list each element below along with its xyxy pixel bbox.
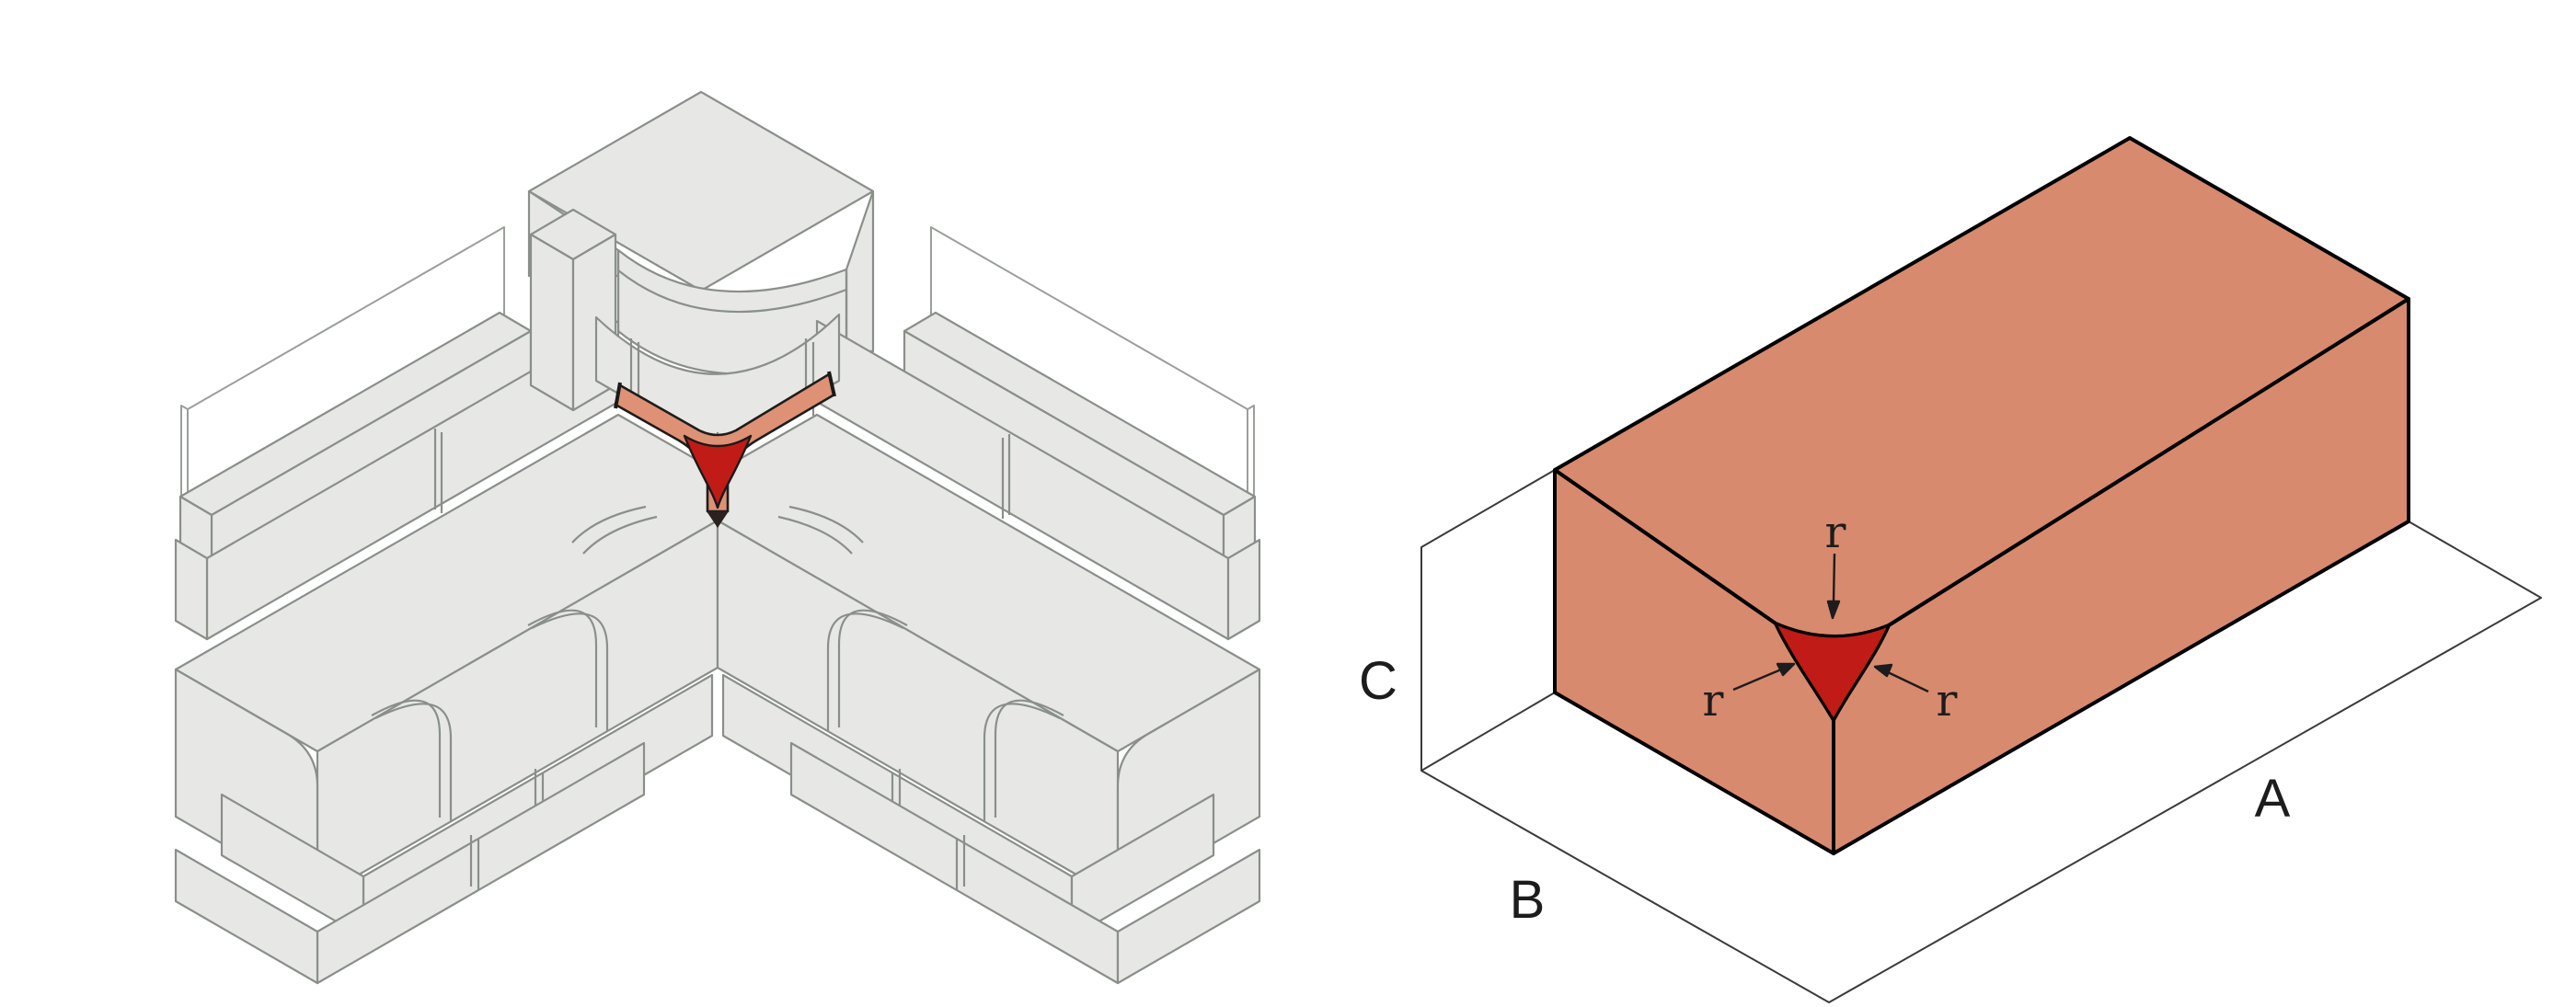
brick-body: [1553, 136, 2410, 855]
masonry-corner-illustration: [174, 90, 1261, 985]
right-wing-course-3: [789, 741, 1261, 985]
radius-label-top: r: [1825, 507, 1846, 558]
brick-corner-fillet-red: [1774, 622, 1891, 722]
dimension-wireframe: [1420, 469, 2542, 1003]
dim-label-b: B: [1510, 870, 1546, 930]
radius-label-left: r: [1703, 675, 1724, 727]
radius-label-right: r: [1937, 675, 1958, 727]
right-parapet: [815, 319, 1261, 641]
arrow-down-icon: [1826, 600, 1841, 620]
corner-mortar-joint: [614, 371, 836, 528]
radius-arrows: [1732, 553, 1929, 693]
arrow-up-right-icon: [1776, 662, 1796, 677]
brick-dimension-illustration: A B C r r r: [1359, 136, 2542, 1003]
left-wing-course-3: [174, 741, 646, 985]
dim-label-c: C: [1359, 651, 1397, 711]
corner-fillet-red: [683, 434, 753, 509]
dim-label-a: A: [2255, 769, 2291, 829]
arrow-up-left-icon: [1873, 663, 1893, 678]
left-parapet: [174, 319, 620, 641]
corner-pillar: [529, 208, 617, 412]
